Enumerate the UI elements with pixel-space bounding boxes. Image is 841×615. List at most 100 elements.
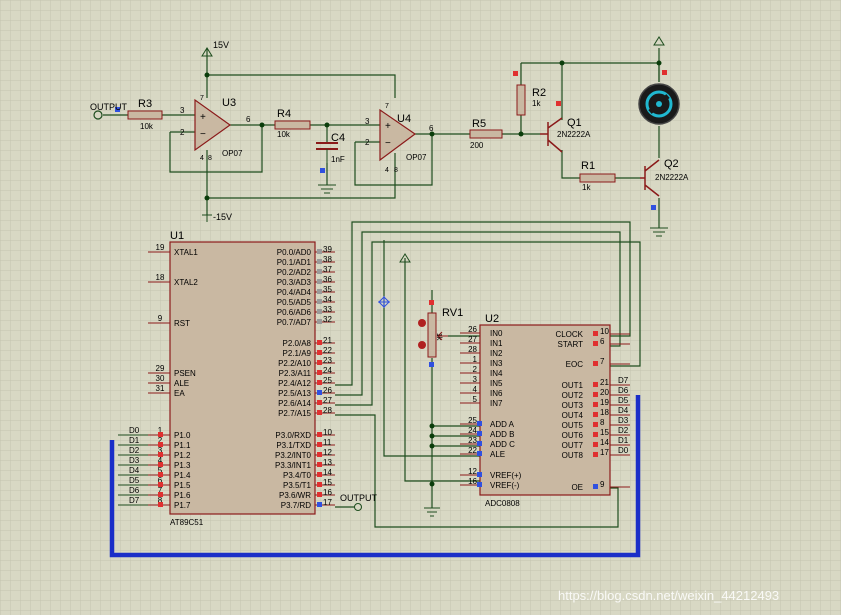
motor-icon[interactable] (638, 83, 680, 125)
u1-pin[interactable]: 4P1.3D3 (118, 456, 191, 470)
u4-pin-4: 4 (385, 167, 389, 174)
output-terminal[interactable] (354, 503, 362, 511)
u1-pin[interactable]: 1P1.0D0 (118, 426, 191, 440)
pin-state-marker (158, 432, 163, 437)
pin-state-marker (593, 484, 598, 489)
u2-pin-name: IN3 (490, 359, 503, 368)
input-terminal[interactable] (93, 110, 103, 120)
transistor-q2[interactable] (640, 159, 660, 197)
u1-pin-number: 29 (156, 364, 165, 373)
u1-pin-number: 25 (323, 376, 332, 385)
transistor-q1[interactable] (540, 117, 563, 153)
u1-pin[interactable]: 6P1.5D5 (118, 476, 191, 490)
resistor-r2[interactable] (516, 84, 526, 116)
opamp-u3[interactable] (194, 98, 232, 152)
junction-vrefn (429, 481, 435, 487)
r1-value: 1k (582, 183, 591, 192)
u1-pin[interactable]: 3P1.2D2 (118, 446, 191, 460)
resistor-r4[interactable] (274, 120, 311, 130)
pot-decrease-button[interactable] (418, 341, 426, 349)
u1-pin[interactable]: 5P1.4D4 (118, 466, 191, 480)
opamp-u4[interactable] (379, 108, 417, 162)
resistor-r1[interactable] (579, 173, 616, 183)
u1-pin[interactable]: 8P1.7D7 (118, 496, 191, 510)
u1-pin[interactable]: 2P1.1D1 (118, 436, 191, 450)
u1-pin[interactable]: 7P1.6D6 (118, 486, 191, 500)
resistor-r3[interactable] (127, 110, 163, 120)
pot-increase-button[interactable] (418, 319, 426, 327)
u1-pin-number: 32 (323, 315, 332, 324)
q2-value: 2N2222A (655, 173, 689, 182)
resistor-r5[interactable] (469, 129, 503, 139)
u1-pin-name: P1.1 (174, 441, 191, 450)
pin-state-marker (317, 350, 322, 355)
u1-pin-number: 19 (156, 243, 165, 252)
probe-marker[interactable] (378, 296, 390, 308)
u2-pin-name: IN6 (490, 389, 503, 398)
mcu-u1[interactable] (169, 241, 316, 515)
u2-pin[interactable]: 9OE (571, 480, 630, 492)
adc-u2[interactable] (479, 324, 611, 496)
potentiometer-rv1[interactable] (427, 312, 437, 358)
u3-name: U3 (222, 97, 236, 109)
u1-pin-name: PSEN (174, 369, 196, 378)
u1-pin-number: 37 (323, 265, 332, 274)
